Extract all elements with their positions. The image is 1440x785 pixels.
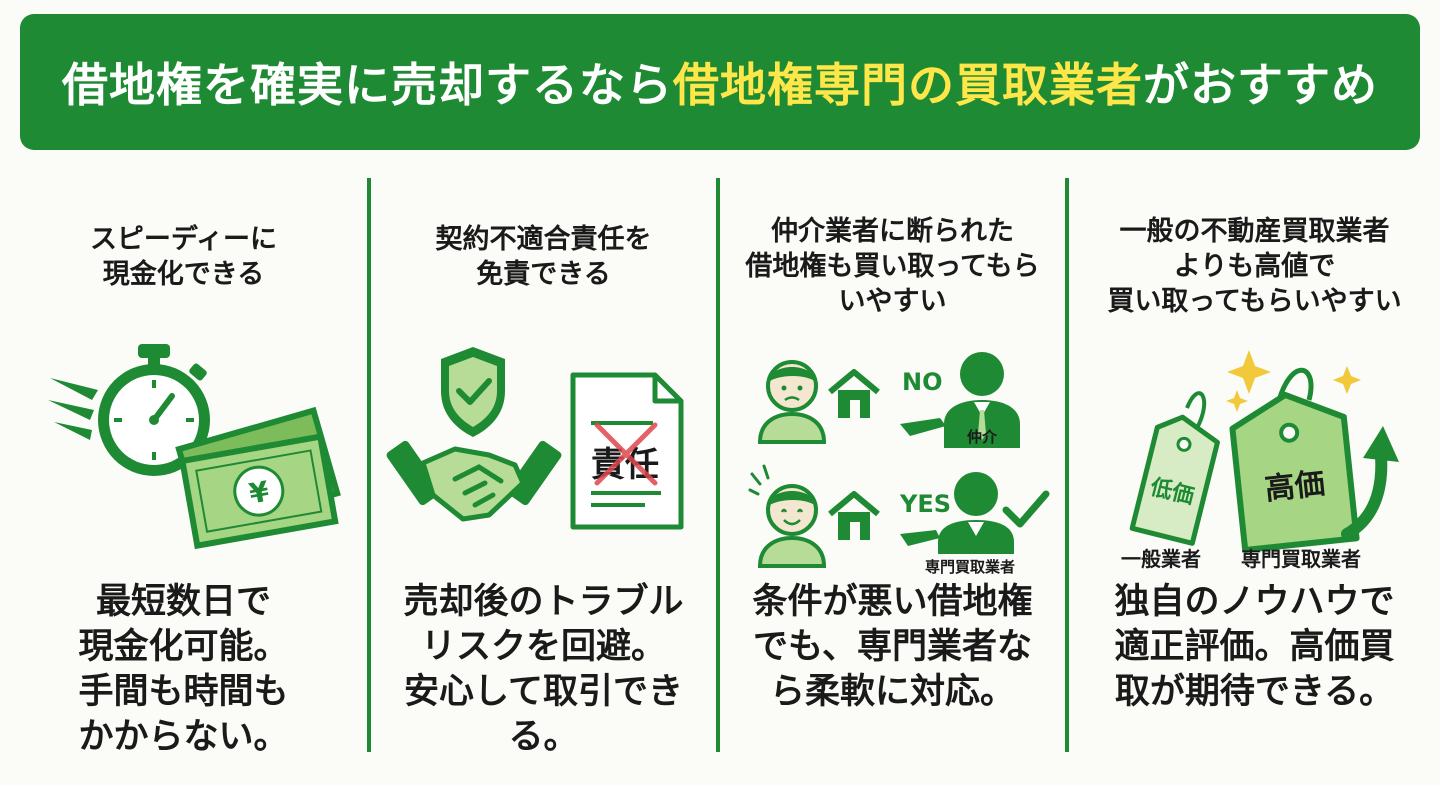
feature-column-higher-price: 一般の不動産買取業者 よりも高値で 買い取ってもらいやすい 低価 高価 一般業者…: [1069, 178, 1440, 768]
feature-column-refused: 仲介業者に断られた 借地権も買い取ってもら いやすい NO 仲介 YES: [720, 178, 1065, 768]
feature-column-liability: 契約不適合責任を 免責できる 責任 売却後のトラブル リスクを回避。 安心して取…: [371, 178, 716, 768]
stopwatch-cash-icon: ¥: [48, 344, 341, 550]
yes-label: YES: [899, 490, 951, 518]
feature-heading: スピーディーに 現金化できる: [89, 224, 278, 290]
feature-column-speed: スピーディーに 現金化できる ¥ 最短数日で 現金化可能。: [0, 178, 367, 768]
feature-heading: 仲介業者に断られた 借地権も買い取ってもら いやすい: [745, 216, 1040, 317]
feature-description: 条件が悪い借地権 でも、専門業者な ら柔軟に対応。: [752, 582, 1033, 712]
header-banner: 借地権を確実に売却するなら借地権専門の買取業者がおすすめ: [20, 14, 1420, 150]
agent-refusal-icon: NO 仲介 YES 専門買取業者: [748, 352, 1050, 576]
feature-description: 独自のノウハウで 適正評価。高価買 取が期待できる。: [1114, 582, 1395, 712]
buyer-label: 専門買取業者: [925, 558, 1015, 576]
column-divider: [367, 178, 371, 752]
specialist-dealer-label: 専門買取業者: [1241, 547, 1361, 571]
page-title: 借地権を確実に売却するなら借地権専門の買取業者がおすすめ: [62, 49, 1378, 115]
price-tags-icon: 低価 高価 一般業者 専門買取業者: [1121, 350, 1399, 571]
broker-label: 仲介: [967, 428, 998, 446]
no-label: NO: [902, 368, 943, 396]
column-divider: [716, 178, 720, 752]
feature-description: 最短数日で 現金化可能。 手間も時間も かからない。: [78, 582, 289, 757]
title-prefix: 借地権を確実に売却するなら: [62, 58, 673, 112]
title-suffix: がおすすめ: [1143, 58, 1378, 112]
column-divider: [1065, 178, 1069, 752]
high-price-label: 高価: [1263, 466, 1326, 507]
feature-heading: 契約不適合責任を 免責できる: [435, 224, 652, 290]
feature-heading: 一般の不動産買取業者 よりも高値で 買い取ってもらいやすい: [1107, 216, 1402, 317]
feature-description: 売却後のトラブル リスクを回避。 安心して取引でき る。: [403, 582, 684, 757]
title-highlight: 借地権専門の買取業者: [673, 58, 1143, 112]
general-dealer-label: 一般業者: [1121, 547, 1201, 571]
handshake-shield-document-icon: 責任: [386, 347, 684, 530]
